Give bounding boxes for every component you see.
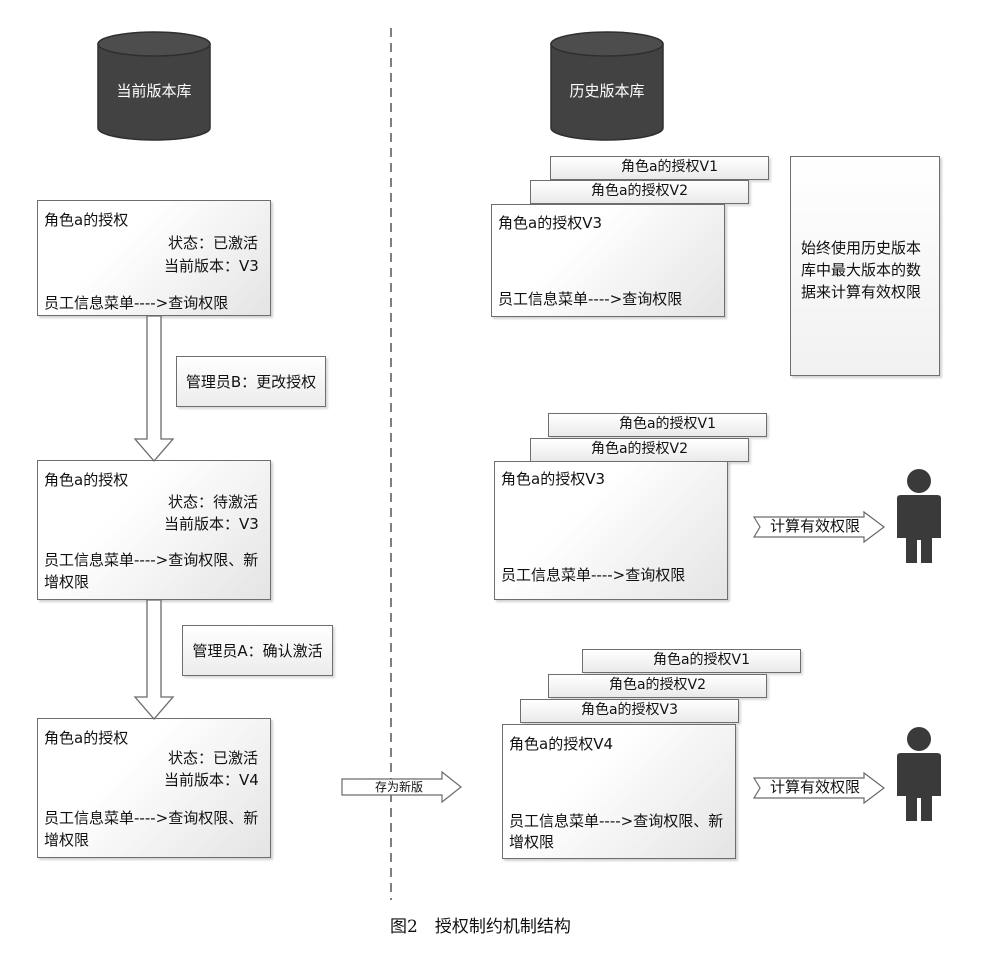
history-tag-v2: 角色a的授权V2: [530, 438, 749, 462]
side-note-line1: 始终使用历史版本: [801, 239, 922, 257]
history-tag-v1: 角色a的授权V1: [550, 156, 769, 180]
current-db-label: 当前版本库: [116, 82, 192, 100]
box-title: 角色a的授权: [44, 471, 129, 489]
box-perm-line2: 增权限: [44, 831, 90, 849]
box-perm-line1: 员工信息菜单---->查询权限、新: [44, 551, 259, 569]
box-title: 角色a的授权V3: [498, 214, 602, 232]
history-box-3: 角色a的授权V4 员工信息菜单---->查询权限、新 增权限: [502, 724, 736, 859]
history-tag-v1: 角色a的授权V1: [548, 413, 767, 437]
history-tag-v3: 角色a的授权V3: [520, 699, 739, 723]
current-db-cylinder-icon: [97, 31, 211, 141]
history-db-cylinder-icon: [550, 31, 664, 141]
person-icon: [897, 727, 941, 821]
save-arrow-label: 存为新版: [375, 780, 424, 794]
save-arrow-icon: [341, 770, 462, 804]
left-box-2: 角色a的授权 状态：待激活 当前版本：V3 员工信息菜单---->查询权限、新 …: [37, 460, 271, 600]
box-perm-line1: 员工信息菜单---->查询权限、新: [509, 812, 724, 830]
box-status: 状态：已激活: [168, 234, 259, 252]
box-version: 当前版本：V3: [164, 515, 259, 533]
box-title: 角色a的授权: [44, 211, 129, 229]
history-db-label: 历史版本库: [569, 82, 645, 100]
box-perm-line2: 增权限: [44, 573, 90, 591]
history-box-2: 角色a的授权V3 员工信息菜单---->查询权限: [494, 461, 728, 600]
compute-arrow-label: 计算有效权限: [770, 517, 861, 535]
admin-b-note: 管理员B：更改授权: [176, 356, 326, 407]
box-version: 当前版本：V4: [164, 771, 259, 789]
compute-arrow-icon: [752, 510, 885, 544]
compute-arrow-label: 计算有效权限: [770, 778, 861, 796]
person-icon: [897, 469, 941, 563]
box-perm-line1: 员工信息菜单---->查询权限: [44, 294, 229, 312]
history-box-1: 角色a的授权V3 员工信息菜单---->查询权限: [491, 204, 725, 317]
box-title: 角色a的授权V4: [509, 735, 613, 753]
side-note: 始终使用历史版本 库中最大版本的数 据来计算有效权限: [790, 156, 940, 376]
history-tag-v1: 角色a的授权V1: [582, 649, 801, 673]
side-note-line2: 库中最大版本的数: [801, 261, 922, 279]
down-arrow-icon: [133, 315, 175, 462]
history-tag-v2: 角色a的授权V2: [530, 180, 749, 204]
box-status: 状态：已激活: [168, 749, 259, 767]
box-perm-line1: 员工信息菜单---->查询权限、新: [44, 809, 259, 827]
figure-caption: 图2 授权制约机制结构: [390, 917, 571, 937]
box-perm-line1: 员工信息菜单---->查询权限: [498, 290, 683, 308]
admin-a-note: 管理员A：确认激活: [182, 625, 333, 676]
down-arrow-icon: [133, 599, 175, 720]
box-perm-line2: 增权限: [509, 833, 555, 851]
side-note-line3: 据来计算有效权限: [801, 283, 922, 301]
box-title: 角色a的授权V3: [501, 470, 605, 488]
box-version: 当前版本：V3: [164, 257, 259, 275]
compute-arrow-icon: [752, 771, 885, 805]
left-box-3: 角色a的授权 状态：已激活 当前版本：V4 员工信息菜单---->查询权限、新 …: [37, 718, 271, 858]
left-box-1: 角色a的授权 状态：已激活 当前版本：V3 员工信息菜单---->查询权限: [37, 200, 271, 316]
box-perm-line1: 员工信息菜单---->查询权限: [501, 566, 686, 584]
box-status: 状态：待激活: [168, 493, 259, 511]
history-tag-v2: 角色a的授权V2: [548, 674, 767, 698]
box-title: 角色a的授权: [44, 729, 129, 747]
